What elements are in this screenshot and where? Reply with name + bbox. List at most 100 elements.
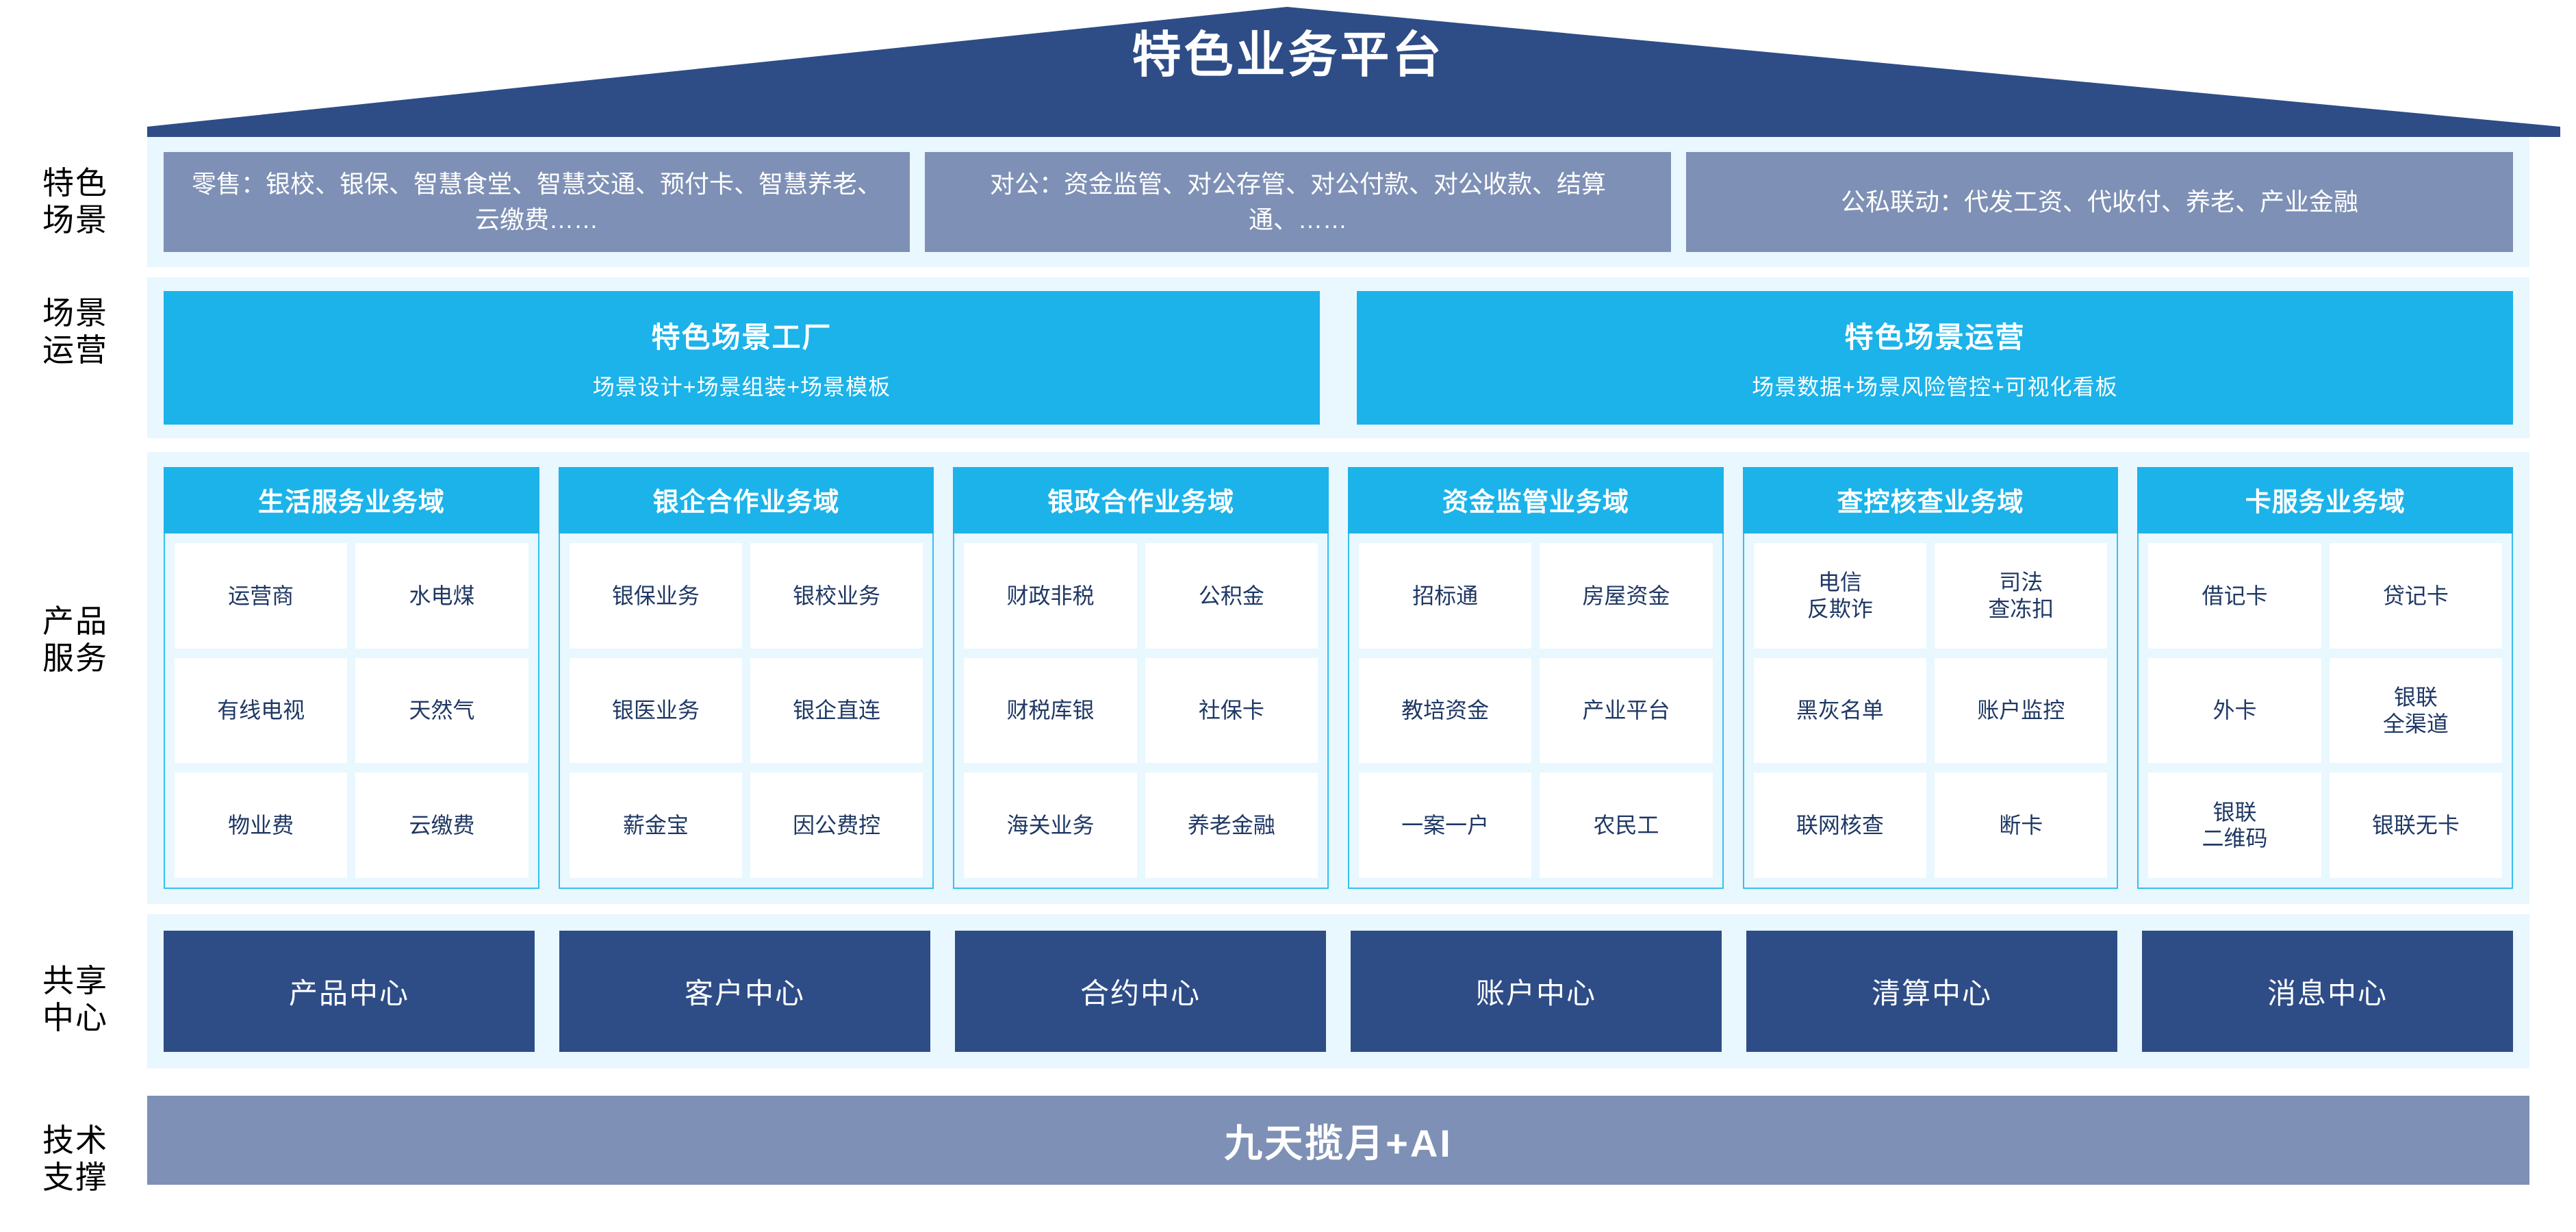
product-cell-row: 黑灰名单账户监控 [1753,657,2108,764]
product-cell[interactable]: 云缴费 [355,772,528,879]
product-cell[interactable]: 银联全渠道 [2329,657,2503,764]
row-label-line-2: 场景 [42,202,108,238]
product-cell[interactable]: 养老金融 [1145,772,1318,879]
product-cell[interactable]: 司法查冻扣 [1935,543,2108,649]
product-cell[interactable]: 因公费控 [750,772,923,879]
product-cell-row: 银医业务银企直连 [569,657,923,764]
product-cell[interactable]: 财政非税 [964,543,1137,649]
product-cell[interactable]: 教培资金 [1359,657,1532,764]
ops-title: 特色场景运营 [1844,321,2026,353]
scenarios-band: 零售：银校、银保、智慧食堂、智慧交通、预付卡、智慧养老、云缴费…… 对公：资金监… [147,137,2529,267]
product-cell[interactable]: 海关业务 [964,772,1137,879]
row-label-line-1: 产品 [42,603,108,639]
product-domain-card: 资金监管业务域招标通房屋资金教培资金产业平台一案一户农民工 [1348,467,1724,889]
product-cell[interactable]: 银校业务 [750,543,923,649]
product-cell-row: 招标通房屋资金 [1359,543,1713,649]
product-domain-body: 招标通房屋资金教培资金产业平台一案一户农民工 [1348,533,1724,889]
product-cell[interactable]: 招标通 [1359,543,1532,649]
product-cell[interactable]: 天然气 [355,657,528,764]
product-cell-row: 借记卡贷记卡 [2148,543,2503,649]
shared-center-box[interactable]: 合约中心 [955,931,1326,1052]
product-domain-header[interactable]: 卡服务业务域 [2137,467,2514,533]
product-domain-card: 查控核查业务域电信反欺诈司法查冻扣黑灰名单账户监控联网核查断卡 [1742,467,2119,889]
row-label-line-1: 技术 [42,1122,108,1158]
row-label-line-2: 支撑 [42,1159,108,1196]
product-cell-row: 物业费云缴费 [175,772,528,879]
product-domain-body: 电信反欺诈司法查冻扣黑灰名单账户监控联网核查断卡 [1742,533,2119,889]
product-cell[interactable]: 农民工 [1540,772,1713,879]
page-title: 特色业务平台 [1132,28,1444,83]
product-domain-body: 财政非税公积金财税库银社保卡海关业务养老金融 [953,533,1329,889]
row-label-line-1: 场景 [42,295,108,331]
ops-box-scene-operation[interactable]: 特色场景运营 场景数据+场景风险管控+可视化看板 [1357,291,2513,425]
product-domain-card: 卡服务业务域借记卡贷记卡外卡银联全渠道银联二维码银联无卡 [2137,467,2514,889]
shared-center-box[interactable]: 产品中心 [164,931,535,1052]
roof-shape [147,7,2560,137]
product-cell[interactable]: 产业平台 [1540,657,1713,764]
product-cell[interactable]: 水电煤 [355,543,528,649]
operation-row: 特色场景工厂 场景设计+场景组装+场景模板 特色场景运营 场景数据+场景风险管控… [147,277,2529,438]
product-cell[interactable]: 账户监控 [1935,657,2108,764]
product-domain-header[interactable]: 银政合作业务域 [953,467,1329,533]
shared-center-box[interactable]: 清算中心 [1746,931,2117,1052]
scenario-box-public-private[interactable]: 公私联动：代发工资、代收付、养老、产业金融 [1686,152,2513,252]
product-cell-row: 薪金宝因公费控 [569,772,923,879]
product-cell[interactable]: 银联无卡 [2329,772,2503,879]
product-cell-row: 教培资金产业平台 [1359,657,1713,764]
product-cell[interactable]: 断卡 [1935,772,2108,879]
product-cell[interactable]: 贷记卡 [2329,543,2503,649]
product-cell[interactable]: 财税库银 [964,657,1137,764]
product-domain-body: 银保业务银校业务银医业务银企直连薪金宝因公费控 [558,533,934,889]
product-cell-row: 有线电视天然气 [175,657,528,764]
shared-center-box[interactable]: 账户中心 [1351,931,1722,1052]
product-cell[interactable]: 房屋资金 [1540,543,1713,649]
row-label-line-1: 共享 [42,963,108,998]
product-cell-row: 财税库银社保卡 [964,657,1318,764]
product-cell-row: 电信反欺诈司法查冻扣 [1753,543,2108,649]
product-cell[interactable]: 有线电视 [175,657,348,764]
ops-subtitle: 场景设计+场景组装+场景模板 [592,375,891,399]
product-cell[interactable]: 银保业务 [569,543,743,649]
tech-support-band: 九天揽月+AI [147,1096,2529,1185]
ops-subtitle: 场景数据+场景风险管控+可视化看板 [1752,375,2118,399]
product-domain-header[interactable]: 查控核查业务域 [1742,467,2119,533]
shared-center-box[interactable]: 消息中心 [2142,931,2513,1052]
scenarios-row: 零售：银校、银保、智慧食堂、智慧交通、预付卡、智慧养老、云缴费…… 对公：资金监… [147,137,2529,267]
product-cell[interactable]: 电信反欺诈 [1753,543,1927,649]
products-row: 生活服务业务域运营商水电煤有线电视天然气物业费云缴费银企合作业务域银保业务银校业… [147,452,2529,904]
shared-center-box[interactable]: 客户中心 [559,931,930,1052]
product-domain-body: 借记卡贷记卡外卡银联全渠道银联二维码银联无卡 [2137,533,2514,889]
product-cell[interactable]: 薪金宝 [569,772,743,879]
product-cell[interactable]: 银医业务 [569,657,743,764]
row-label-line-2: 中心 [42,1000,108,1036]
product-cell[interactable]: 一案一户 [1359,772,1532,879]
product-cell-row: 运营商水电煤 [175,543,528,649]
row-label-line-1: 特色 [42,165,108,201]
product-cell[interactable]: 社保卡 [1145,657,1318,764]
product-cell[interactable]: 运营商 [175,543,348,649]
product-domain-header[interactable]: 资金监管业务域 [1348,467,1724,533]
product-cell[interactable]: 银企直连 [750,657,923,764]
product-domain-header[interactable]: 生活服务业务域 [164,467,539,533]
product-cell-row: 财政非税公积金 [964,543,1318,649]
product-cell-row: 联网核查断卡 [1753,772,2108,879]
product-domain-card: 生活服务业务域运营商水电煤有线电视天然气物业费云缴费 [164,467,539,889]
product-cell[interactable]: 银联二维码 [2148,772,2321,879]
ops-box-scene-factory[interactable]: 特色场景工厂 场景设计+场景组装+场景模板 [164,291,1320,425]
product-cell-row: 银保业务银校业务 [569,543,923,649]
row-label-scenarios: 特色 场景 [14,164,137,239]
product-cell[interactable]: 借记卡 [2148,543,2321,649]
product-cell[interactable]: 黑灰名单 [1753,657,1927,764]
row-label-line-2: 运营 [42,332,108,368]
scenario-box-retail[interactable]: 零售：银校、银保、智慧食堂、智慧交通、预付卡、智慧养老、云缴费…… [164,152,910,252]
product-cell[interactable]: 公积金 [1145,543,1318,649]
product-cell-row: 一案一户农民工 [1359,772,1713,879]
product-cell[interactable]: 外卡 [2148,657,2321,764]
row-label-products: 产品 服务 [14,603,137,677]
product-cell[interactable]: 联网核查 [1753,772,1927,879]
product-cell[interactable]: 物业费 [175,772,348,879]
product-domain-header[interactable]: 银企合作业务域 [558,467,934,533]
tech-support-bar[interactable]: 九天揽月+AI [147,1096,2529,1185]
scenario-box-corporate[interactable]: 对公：资金监管、对公存管、对公付款、对公收款、结算通、…… [925,152,1671,252]
shared-centers-band: 产品中心客户中心合约中心账户中心清算中心消息中心 [147,914,2529,1068]
